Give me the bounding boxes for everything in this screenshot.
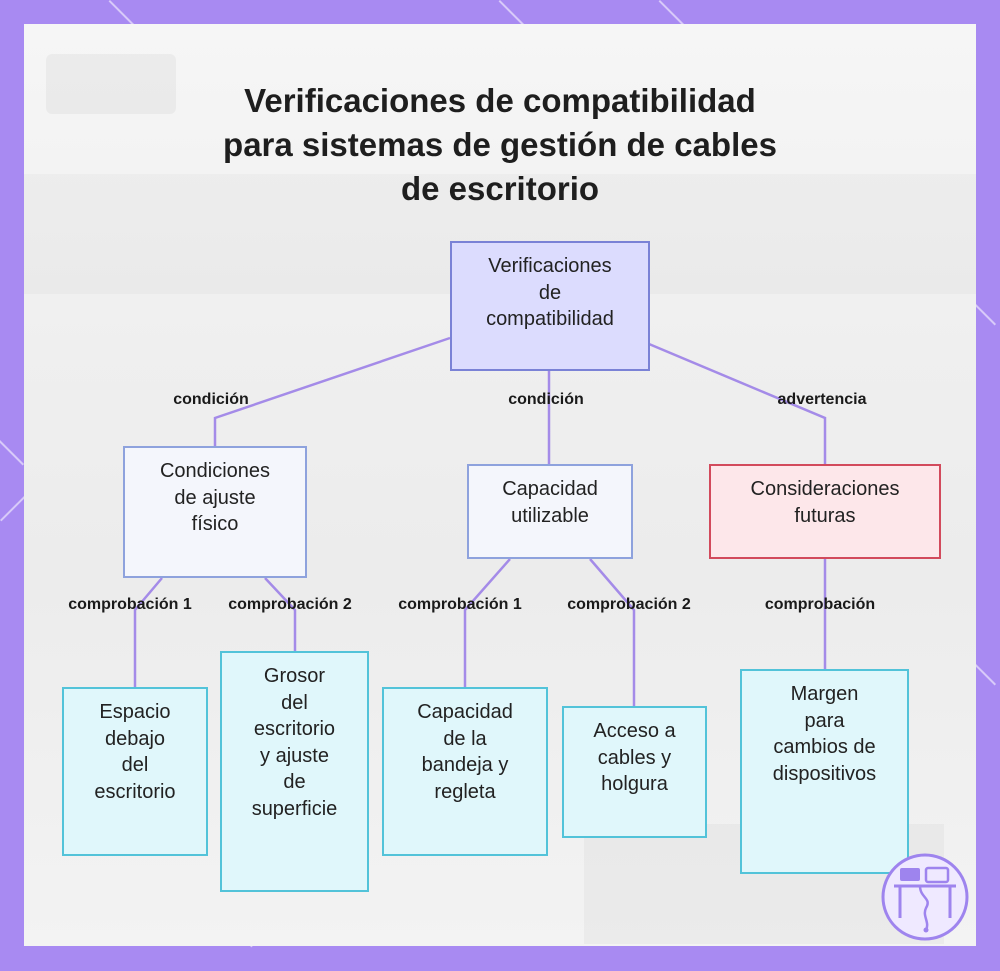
node-under-desk-space[interactable]: Espacio debajo del escritorio [62,687,208,856]
node-text: Margen para cambios de dispositivos [773,681,876,787]
edge-physical-to-space [133,577,163,688]
node-text-line: superficie [251,797,338,820]
node-text-line: regleta [434,780,496,803]
node-text: Capacidad utilizable [502,476,598,529]
edge-root-to-physical [213,336,451,447]
node-text-line: utilizable [511,504,589,527]
node-root[interactable]: Verificaciones de compatibilidad [450,241,650,371]
node-text-line: bandeja y [421,754,509,776]
title-line: Verificaciones de compatibilidad [244,82,756,119]
node-usable-capacity[interactable]: Capacidad utilizable [467,464,633,559]
node-text-line: físico [191,513,239,535]
node-text-line: escritorio [94,780,176,803]
node-text-line: Capacidad [417,701,513,723]
node-text-line: compatibilidad [486,308,614,330]
edge-label-capacity-to-access: comprobación 2 [567,596,691,613]
desk-cable-icon [881,853,969,941]
node-text-line: Margen [790,683,859,705]
edge-label-physical-to-space: comprobación 1 [68,596,192,613]
node-text-line: escritorio [253,718,336,740]
node-text-line: del [121,754,149,776]
edge-root-to-future [648,342,827,465]
edge-label-root-to-physical: condición [173,391,249,408]
node-physical-fit[interactable]: Condiciones de ajuste físico [123,446,307,578]
edge-label-capacity-to-tray: comprobación 1 [398,596,522,613]
node-text: Espacio debajo del escritorio [94,699,175,805]
node-text: Grosor del escritorio y ajuste de superf… [252,663,338,822]
node-future-considerations[interactable]: Consideraciones futuras [709,464,941,559]
edge-label-root-to-capacity: condición [508,391,584,408]
node-text: Verificaciones de compatibilidad [486,253,614,333]
node-text-line: para [804,709,845,732]
node-text-line: futuras [794,504,856,527]
node-text-line: Grosor [263,665,326,687]
node-device-margin[interactable]: Margen para cambios de dispositivos [740,669,909,874]
node-text-line: del [281,691,308,714]
node-text-line: Verificaciones [488,255,612,277]
node-text-line: cables y [597,746,672,769]
background-blur-shape [46,54,176,114]
edge-capacity-to-tray [463,558,511,688]
node-text-line: de ajuste [174,486,256,509]
edge-label-root-to-future: advertencia [777,391,867,408]
node-text-line: debajo [104,727,166,750]
node-text-line: Condiciones [159,460,271,482]
node-text-line: de [283,771,306,793]
title-line: de escritorio [400,170,600,207]
node-text-line: holgura [601,773,668,795]
node-text-line: y ajuste [260,744,329,767]
node-cable-access[interactable]: Acceso a cables y holgura [562,706,707,838]
node-text-line: de la [443,727,487,750]
node-text-line: Espacio [99,701,171,723]
node-text: Capacidad de la bandeja y regleta [417,699,513,805]
diagram-title: Verificaciones de compatibilidad para si… [24,79,976,211]
title-line: para sistemas de gestión de cables [223,126,777,163]
node-text-line: de [538,281,562,304]
node-text: Acceso a cables y holgura [593,718,675,798]
node-text-line: Capacidad [502,478,598,500]
node-text-line: Acceso a [593,720,676,742]
edge-physical-to-thickness [264,577,297,652]
node-text: Condiciones de ajuste físico [160,458,270,538]
node-text-line: Consideraciones [750,478,900,500]
node-tray-capacity[interactable]: Capacidad de la bandeja y regleta [382,687,548,856]
node-desk-thickness[interactable]: Grosor del escritorio y ajuste de superf… [220,651,369,892]
edge-capacity-to-access [589,558,636,707]
node-text-line: dispositivos [772,762,877,785]
node-text-line: cambios de [773,736,876,758]
edge-label-future-to-margin: comprobación [764,596,876,613]
edge-label-physical-to-thickness: comprobación 2 [228,596,352,613]
node-text: Consideraciones futuras [751,476,900,529]
